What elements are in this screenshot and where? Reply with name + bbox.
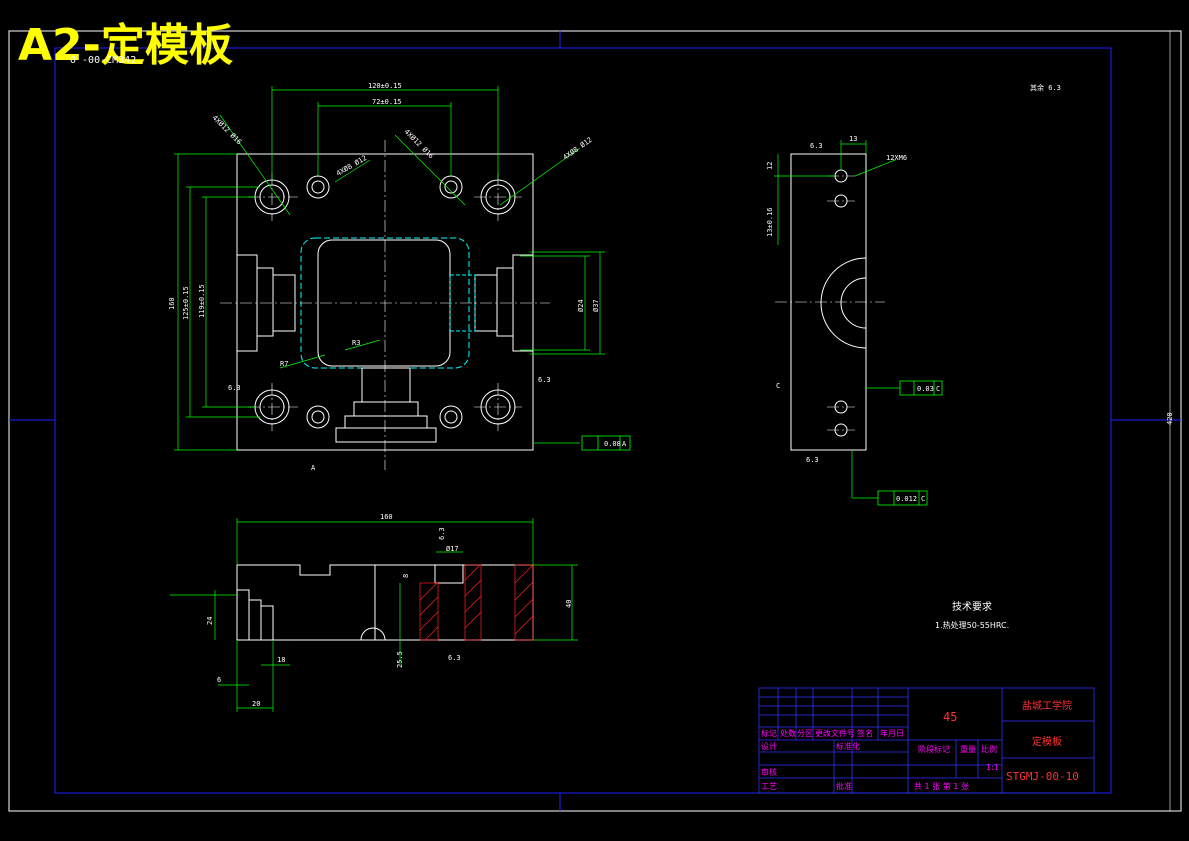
svg-text:重量: 重量 <box>960 744 976 754</box>
notes-heading: 技术要求 <box>952 600 992 613</box>
svg-text:4XØ8 Ø12: 4XØ8 Ø12 <box>335 154 368 178</box>
svg-text:24: 24 <box>206 617 214 625</box>
svg-text:20: 20 <box>252 700 260 708</box>
svg-text:C: C <box>776 382 780 390</box>
svg-text:C: C <box>936 385 940 393</box>
side-view-dimensions <box>774 140 900 499</box>
svg-text:6.3: 6.3 <box>438 527 446 540</box>
svg-text:审核: 审核 <box>761 767 777 777</box>
svg-text:0.03: 0.03 <box>917 385 934 393</box>
roughness-note: 其余 6.3 <box>1030 83 1061 92</box>
svg-text:Ø24: Ø24 <box>577 299 585 312</box>
svg-text:72±0.15: 72±0.15 <box>372 98 402 106</box>
svg-text:0.08: 0.08 <box>604 440 621 448</box>
svg-text:R7: R7 <box>280 360 288 368</box>
svg-text:阶段标记: 阶段标记 <box>918 744 950 754</box>
svg-text:比例: 比例 <box>981 744 997 754</box>
svg-text:定模板: 定模板 <box>1032 735 1062 748</box>
svg-text:119±0.15: 119±0.15 <box>198 284 206 318</box>
title-block <box>758 687 1095 794</box>
svg-text:签名: 签名 <box>857 728 873 738</box>
section-hatching <box>419 564 534 641</box>
svg-text:C: C <box>921 495 925 503</box>
svg-text:25.5: 25.5 <box>396 651 404 668</box>
top-view-dimensions <box>174 86 605 451</box>
svg-text:R3: R3 <box>352 339 360 347</box>
drawing-title: A2-定模板 <box>18 20 233 71</box>
svg-text:盐城工学院: 盐城工学院 <box>1022 699 1072 712</box>
svg-text:12: 12 <box>766 162 774 170</box>
title-block-text: 45 盐城工学院 定模板 STGMJ-00-10 标记 处数 分区 更改文件号 … <box>761 699 1079 791</box>
svg-text:处数: 处数 <box>780 728 796 738</box>
svg-text:设计: 设计 <box>761 741 777 751</box>
svg-text:12XM6: 12XM6 <box>886 154 907 162</box>
svg-text:A: A <box>622 440 627 448</box>
sheet-frame <box>8 30 1182 812</box>
svg-text:Ø17: Ø17 <box>446 545 459 553</box>
tolerance-frame-main: 0.08 A <box>581 435 631 451</box>
svg-text:年月日: 年月日 <box>880 728 904 738</box>
svg-text:批准: 批准 <box>836 781 852 791</box>
svg-text:0.012: 0.012 <box>896 495 917 503</box>
svg-text:18: 18 <box>277 656 285 664</box>
svg-text:120±0.15: 120±0.15 <box>368 82 402 90</box>
scale-label: 420 <box>1166 412 1174 425</box>
svg-text:1:1: 1:1 <box>986 763 999 772</box>
section-dim-text: 160 Ø17 6.3 40 25.5 24 8 6 20 18 6.3 <box>206 513 573 708</box>
svg-text:6.3: 6.3 <box>806 456 819 464</box>
drawing-code: 0 -00-CM342 <box>70 55 136 66</box>
svg-text:标记: 标记 <box>761 728 777 738</box>
svg-text:分区: 分区 <box>797 729 813 738</box>
svg-text:4XØ12 Ø16: 4XØ12 Ø16 <box>403 128 435 160</box>
svg-text:6.3: 6.3 <box>538 376 551 384</box>
svg-text:45: 45 <box>943 710 957 724</box>
svg-text:40: 40 <box>565 600 573 608</box>
svg-text:工艺: 工艺 <box>761 782 777 791</box>
top-view-dim-text: 120±0.15 72±0.15 160 125±0.15 119±0.15 R… <box>168 82 600 472</box>
svg-text:STGMJ-00-10: STGMJ-00-10 <box>1006 770 1079 783</box>
svg-text:6: 6 <box>217 676 221 684</box>
svg-text:125±0.15: 125±0.15 <box>182 286 190 320</box>
svg-text:6.3: 6.3 <box>228 384 241 392</box>
svg-text:A: A <box>311 464 316 472</box>
section-dimensions <box>170 518 578 712</box>
svg-text:4XØ12 Ø16: 4XØ12 Ø16 <box>211 114 243 146</box>
svg-text:共 1 张 第 1 张: 共 1 张 第 1 张 <box>914 781 969 791</box>
notes-item-1: 1.热处理50-55HRC. <box>935 620 1009 630</box>
svg-text:13: 13 <box>849 135 857 143</box>
tolerance-frame-side-2: 0.012 C <box>877 490 928 506</box>
svg-text:160: 160 <box>168 297 176 310</box>
svg-text:更改文件号: 更改文件号 <box>815 728 855 738</box>
top-view-centerlines <box>220 140 550 470</box>
svg-text:Ø37: Ø37 <box>592 299 600 312</box>
tolerance-frame-side-1: 0.03 C <box>899 380 943 396</box>
svg-text:8: 8 <box>402 574 410 578</box>
svg-text:160: 160 <box>380 513 393 521</box>
svg-text:标准化: 标准化 <box>836 741 860 751</box>
svg-text:6.3: 6.3 <box>448 654 461 662</box>
side-view-dim-text: 13 6.3 12 12XM6 13±0.16 C 6.3 <box>766 135 907 464</box>
svg-text:6.3: 6.3 <box>810 142 823 150</box>
section-view <box>236 564 534 641</box>
svg-text:4XØ8 Ø12: 4XØ8 Ø12 <box>562 136 594 162</box>
svg-text:13±0.16: 13±0.16 <box>766 207 774 237</box>
